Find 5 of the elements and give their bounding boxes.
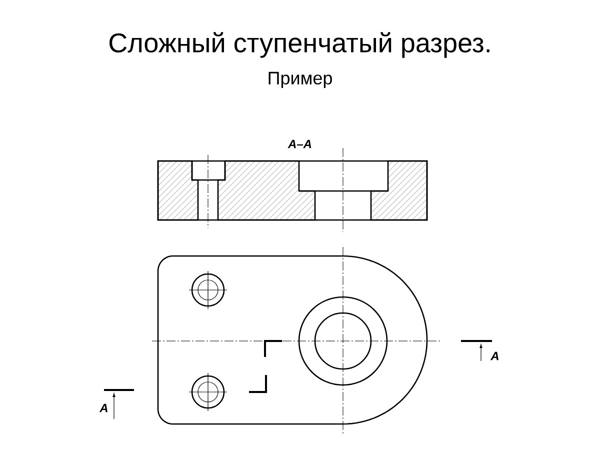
title: Сложный ступенчатый разрез. xyxy=(110,32,490,58)
subtitle: Пример xyxy=(268,72,332,88)
section-label: А–А xyxy=(288,140,312,148)
section-letter: А xyxy=(99,404,108,412)
section-letter: А xyxy=(490,352,498,360)
